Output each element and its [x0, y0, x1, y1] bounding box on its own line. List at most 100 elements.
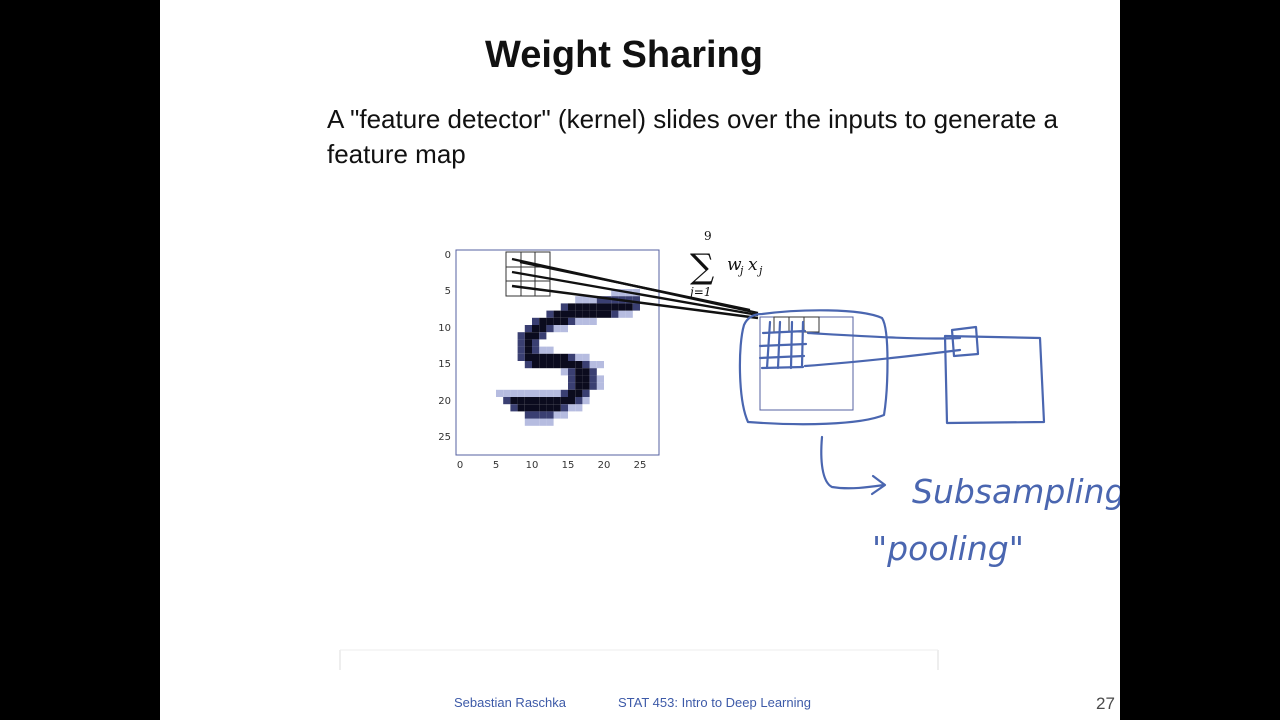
- digit-pixel: [524, 411, 532, 419]
- x-tick-label: 0: [457, 460, 463, 471]
- digit-pixel: [560, 361, 568, 369]
- digit-pixel: [568, 317, 576, 325]
- sum-lower-limit: j=1: [687, 285, 711, 299]
- digit-pixel: [589, 317, 597, 325]
- x-tick-label: 5: [493, 460, 499, 471]
- digit-pixel: [568, 368, 576, 376]
- digit-pixel: [553, 397, 561, 405]
- slide: Weight Sharing A "feature detector" (ker…: [160, 0, 1120, 720]
- digit-pixel: [618, 303, 626, 311]
- digit-pixel: [539, 411, 547, 419]
- digit-pixel: [524, 418, 532, 426]
- pen-arrow-shaft: [820, 435, 886, 490]
- digit-pixel: [560, 353, 568, 361]
- digit-pixel: [553, 353, 561, 361]
- digit-pixel: [553, 361, 561, 369]
- sum-sub-j2: j: [756, 264, 763, 277]
- digit-pixel: [560, 325, 568, 333]
- digit-pixel: [604, 310, 612, 318]
- digit-pixel: [568, 375, 576, 383]
- digit-pixel: [568, 404, 576, 412]
- digit-pixel: [539, 346, 547, 354]
- digit-pixel: [539, 404, 547, 412]
- pen-funnel-lower: [803, 348, 962, 368]
- digit-pixel: [560, 310, 568, 318]
- digit-pixel: [546, 317, 554, 325]
- pen-funnel-upper: [806, 331, 962, 340]
- footer-author: Sebastian Raschka: [454, 695, 567, 710]
- digit-pixel: [517, 397, 525, 405]
- pooling-label: "pooling": [872, 529, 1024, 568]
- handwritten-annotations: [738, 309, 1046, 496]
- digit-pixel: [517, 353, 525, 361]
- digit-pixel: [589, 361, 597, 369]
- digit-pixel: [596, 310, 604, 318]
- digit-pixel: [582, 375, 590, 383]
- x-tick-label: 20: [598, 460, 611, 471]
- digit-pixel: [524, 353, 532, 361]
- digit-pixel: [582, 317, 590, 325]
- digit-pixel: [625, 296, 633, 304]
- digit-pixel: [596, 382, 604, 390]
- digit-pixel: [560, 303, 568, 311]
- digit-pixels: [496, 289, 640, 426]
- digit-pixel: [582, 303, 590, 311]
- digit-pixel: [582, 296, 590, 304]
- digit-pixel: [575, 375, 583, 383]
- kernel-connection-lines: [511, 257, 759, 320]
- y-tick-label: 15: [438, 359, 451, 370]
- y-tick-label: 0: [445, 250, 451, 261]
- slide-title: Weight Sharing: [485, 34, 763, 76]
- digit-pixel: [582, 397, 590, 405]
- weight-sharing-figure: 0 5 10 15 20 25 0 5 10 15 20 25: [339, 229, 1120, 670]
- digit-pixel: [596, 361, 604, 369]
- digit-pixel: [568, 353, 576, 361]
- sum-term-w: w: [727, 255, 742, 275]
- digit-pixel: [553, 411, 561, 419]
- digit-pixel: [560, 404, 568, 412]
- y-tick-label: 25: [438, 432, 451, 443]
- digit-pixel: [539, 317, 547, 325]
- digit-pixel: [568, 382, 576, 390]
- digit-pixel: [517, 404, 525, 412]
- digit-pixel: [517, 339, 525, 347]
- digit-pixel: [532, 389, 540, 397]
- digit-pixel: [532, 361, 540, 369]
- digit-pixel: [532, 339, 540, 347]
- digit-pixel: [532, 353, 540, 361]
- digit-pixel: [524, 404, 532, 412]
- digit-pixel: [589, 296, 597, 304]
- digit-pixel: [546, 353, 554, 361]
- digit-pixel: [560, 389, 568, 397]
- digit-pixel: [532, 346, 540, 354]
- sum-equation: 9 ∑ j=1 w j x j: [687, 229, 763, 299]
- digit-pixel: [582, 368, 590, 376]
- y-tick-label: 20: [438, 396, 451, 407]
- digit-pixel: [568, 389, 576, 397]
- digit-pixel: [553, 389, 561, 397]
- sum-sigma: ∑: [690, 247, 714, 287]
- digit-pixel: [568, 310, 576, 318]
- digit-pixel: [582, 310, 590, 318]
- digit-pixel: [524, 361, 532, 369]
- digit-pixel: [618, 310, 626, 318]
- digit-pixel: [546, 325, 554, 333]
- digit-pixel: [553, 325, 561, 333]
- digit-pixel: [596, 375, 604, 383]
- kernel-grid-input: [505, 251, 551, 297]
- digit-pixel: [524, 332, 532, 340]
- digit-pixel: [532, 325, 540, 333]
- digit-pixel: [546, 404, 554, 412]
- digit-pixel: [589, 375, 597, 383]
- digit-pixel: [575, 353, 583, 361]
- digit-pixel: [524, 339, 532, 347]
- digit-pixel: [517, 332, 525, 340]
- sum-sub-j1: j: [737, 264, 744, 277]
- digit-pixel: [524, 346, 532, 354]
- digit-pixel: [575, 296, 583, 304]
- digit-pixel: [517, 389, 525, 397]
- digit-pixel: [575, 382, 583, 390]
- digit-pixel: [575, 317, 583, 325]
- digit-pixel: [539, 332, 547, 340]
- digit-pixel: [632, 296, 640, 304]
